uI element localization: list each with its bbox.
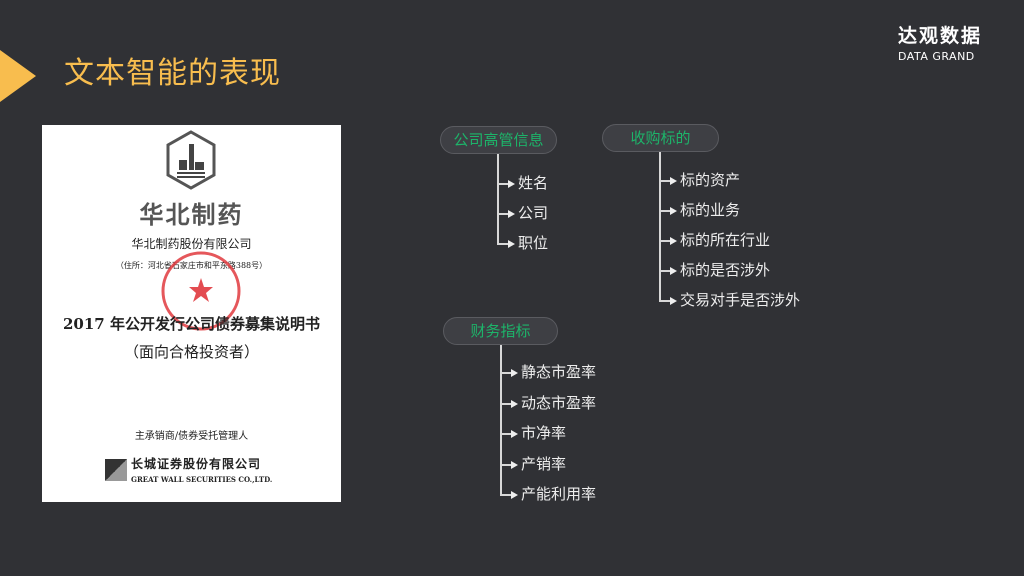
- arrow-right-icon: [511, 461, 518, 469]
- connector-branch: [659, 270, 670, 272]
- arrow-right-icon: [670, 237, 677, 245]
- mindmap-node: 收购标的: [602, 124, 719, 152]
- connector-branch: [497, 213, 508, 215]
- prospectus-subtitle: （面向合格投资者）: [123, 343, 259, 361]
- prospectus-cover-image: 华北制药 华北制药股份有限公司 （住所：河北省石家庄市和平东路388号） 201…: [42, 125, 341, 502]
- arrow-right-icon: [670, 267, 677, 275]
- arrow-right-icon: [511, 400, 518, 408]
- connector-branch: [659, 240, 670, 242]
- brand-logo-en: DATA GRAND: [898, 50, 975, 63]
- logo-text: 华北制药: [139, 201, 244, 229]
- underwriter-name-cn: 长城证券股份有限公司: [131, 457, 262, 471]
- arrow-right-icon: [508, 210, 515, 218]
- mindmap-leaf: 静态市盈率: [521, 363, 597, 381]
- connector-line: [659, 152, 661, 301]
- connector-branch: [659, 210, 670, 212]
- slide-title: 文本智能的表现: [64, 56, 281, 91]
- red-seal-stamp: [161, 251, 241, 331]
- mindmap-leaf: 标的所在行业: [680, 231, 771, 249]
- mindmap-node: 公司高管信息: [440, 126, 557, 154]
- mindmap-leaf: 交易对手是否涉外: [680, 291, 801, 309]
- mindmap-leaf: 产销率: [521, 455, 567, 473]
- company-name: 华北制药股份有限公司: [131, 237, 252, 251]
- mindmap-leaf: 市净率: [521, 424, 567, 442]
- connector-branch: [500, 372, 511, 374]
- connector-branch: [500, 494, 511, 496]
- mindmap-leaf: 公司: [518, 204, 549, 222]
- arrow-right-icon: [670, 207, 677, 215]
- mindmap-leaf: 动态市盈率: [521, 394, 597, 412]
- connector-line: [500, 345, 502, 495]
- brand-logo-cn: 达观数据: [898, 25, 983, 47]
- mindmap-leaf: 标的业务: [680, 201, 741, 219]
- great-wall-logo-icon: [105, 459, 127, 481]
- underwriter-label: 主承销商/债券受托管理人: [134, 431, 249, 442]
- mindmap-leaf: 产能利用率: [521, 485, 597, 503]
- company-logo-icon: [166, 130, 216, 190]
- prospectus-title: 2017 年公开发行公司债券募集说明书: [63, 315, 320, 333]
- arrow-right-icon: [508, 240, 515, 248]
- connector-branch: [500, 433, 511, 435]
- connector-branch: [500, 403, 511, 405]
- arrow-right-icon: [670, 177, 677, 185]
- underwriter-name-en: GREAT WALL SECURITIES CO.,LTD.: [131, 475, 273, 484]
- connector-branch: [659, 180, 670, 182]
- mindmap-leaf: 标的资产: [680, 171, 741, 189]
- arrow-right-icon: [511, 369, 518, 377]
- connector-branch: [500, 464, 511, 466]
- connector-branch: [497, 183, 508, 185]
- arrow-right-icon: [508, 180, 515, 188]
- mindmap-leaf: 职位: [518, 234, 549, 252]
- mindmap-leaf: 姓名: [518, 174, 549, 192]
- arrow-right-icon: [511, 491, 518, 499]
- mindmap-node: 财务指标: [443, 317, 558, 345]
- title-accent-triangle: [0, 50, 36, 102]
- company-address: （住所：河北省石家庄市和平东路388号）: [115, 261, 268, 270]
- connector-branch: [497, 243, 508, 245]
- connector-branch: [659, 300, 670, 302]
- arrow-right-icon: [511, 430, 518, 438]
- arrow-right-icon: [670, 297, 677, 305]
- connector-line: [497, 154, 499, 244]
- mindmap-leaf: 标的是否涉外: [680, 261, 771, 279]
